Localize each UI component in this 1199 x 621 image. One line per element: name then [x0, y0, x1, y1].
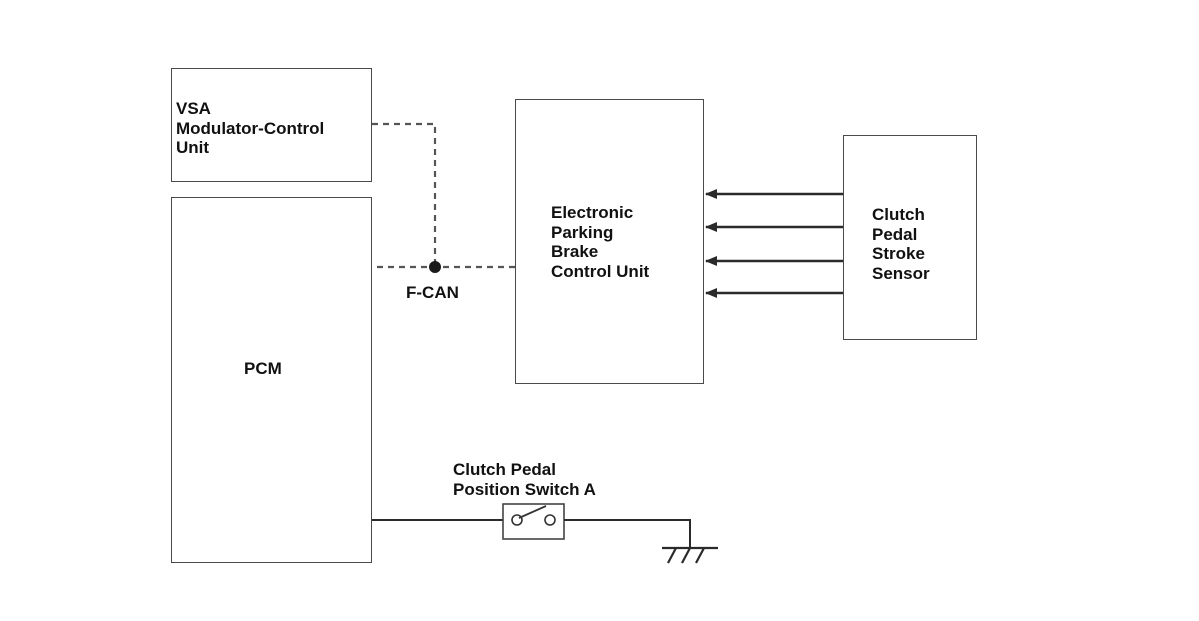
clutch-pedal-stroke-sensor-box: [843, 135, 977, 340]
clutch-sensor-label-line-2: Pedal: [872, 224, 918, 244]
clutch-sensor-label-line-1: Clutch: [872, 205, 925, 224]
epb-control-unit-box: [515, 99, 704, 384]
epb-control-unit-label: Electronic Parking Brake Control Unit: [551, 203, 649, 281]
vsa-can-link: [372, 122, 437, 267]
vsa-unit-label: VSA Modulator-Control Unit: [176, 99, 324, 158]
f-can-label: F-CAN: [406, 283, 459, 302]
pcm-box: [171, 197, 372, 563]
clutch-pedal-position-switch-icon: [502, 503, 565, 540]
epb-label-line-1: Electronic: [551, 203, 634, 222]
clutch-sensor-label-line-4: Sensor: [872, 263, 930, 283]
clutch-sensor-label: Clutch Pedal Stroke Sensor: [872, 205, 930, 283]
vsa-unit-label-line-3: Unit: [176, 138, 210, 157]
vsa-modulator-control-unit-box: [171, 68, 372, 182]
vsa-unit-label-line-2: Modulator-Control: [176, 118, 325, 138]
vsa-unit-label-line-1: VSA: [176, 99, 211, 118]
clutch-sensor-label-line-3: Stroke: [872, 244, 925, 263]
pcm-label: PCM: [244, 359, 282, 378]
clutch-switch-label-line-2: Position Switch A: [453, 479, 596, 499]
ground-icon: [662, 546, 718, 564]
epb-label-line-3: Brake: [551, 242, 599, 261]
switch-ground-wire: [564, 519, 691, 548]
clutch-switch-label-line-1: Clutch Pedal: [453, 460, 556, 479]
clutch-switch-label: Clutch Pedal Position Switch A: [453, 460, 596, 499]
f-can-junction-dot: [429, 261, 441, 273]
epb-label-line-4: Control Unit: [551, 261, 650, 281]
epb-label-line-2: Parking: [551, 222, 614, 242]
